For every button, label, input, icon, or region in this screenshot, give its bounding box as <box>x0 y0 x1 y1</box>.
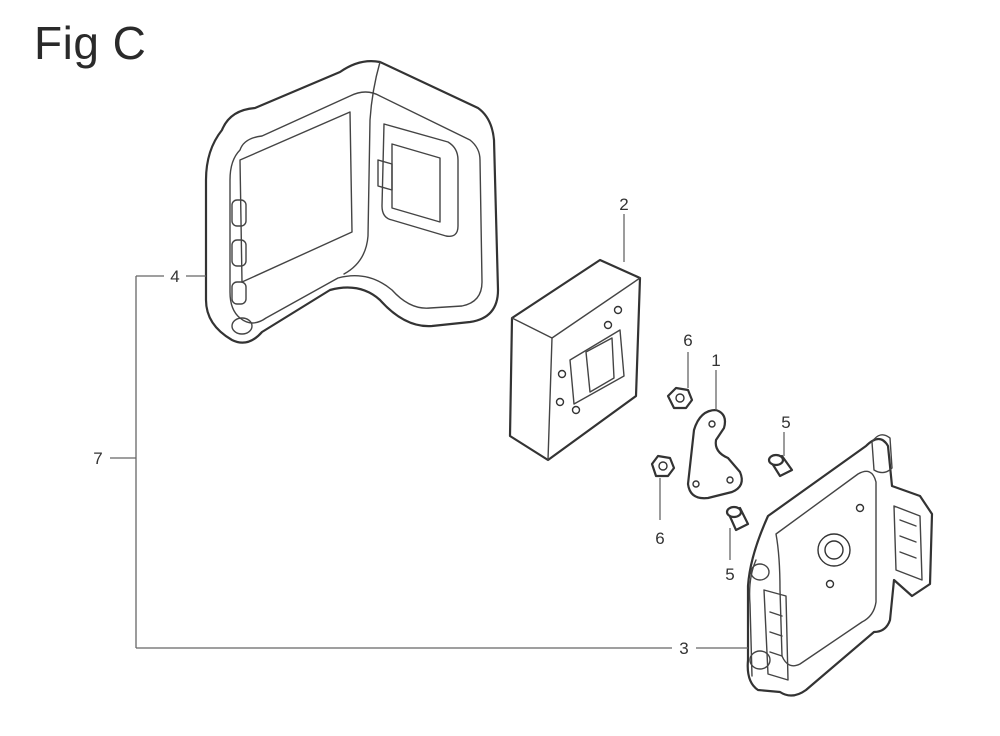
callout-1: 1 <box>711 351 720 370</box>
callout-4: 4 <box>170 267 179 286</box>
leader-lines <box>110 214 785 649</box>
callout-3: 3 <box>679 639 688 658</box>
callout-5-lower: 5 <box>725 565 734 584</box>
collar-part-5-lower[interactable] <box>725 505 750 532</box>
callout-2: 2 <box>619 195 628 214</box>
callout-7: 7 <box>93 449 102 468</box>
callout-5-upper: 5 <box>781 413 790 432</box>
figure-title: Fig C <box>34 17 147 69</box>
nut-part-6-upper[interactable] <box>666 386 694 410</box>
air-cleaner-case-part-3[interactable] <box>746 434 934 697</box>
callout-6-lower: 6 <box>655 529 664 548</box>
plate-part-1[interactable] <box>686 408 743 500</box>
callout-labels: 2 4 7 3 6 1 5 6 5 <box>93 195 790 658</box>
air-filter-element-part-2[interactable] <box>508 258 642 462</box>
nut-part-6-lower[interactable] <box>650 454 676 478</box>
collar-part-5-upper[interactable] <box>767 453 794 478</box>
air-cleaner-cover-part-4[interactable] <box>204 60 500 344</box>
callout-6-upper: 6 <box>683 331 692 350</box>
